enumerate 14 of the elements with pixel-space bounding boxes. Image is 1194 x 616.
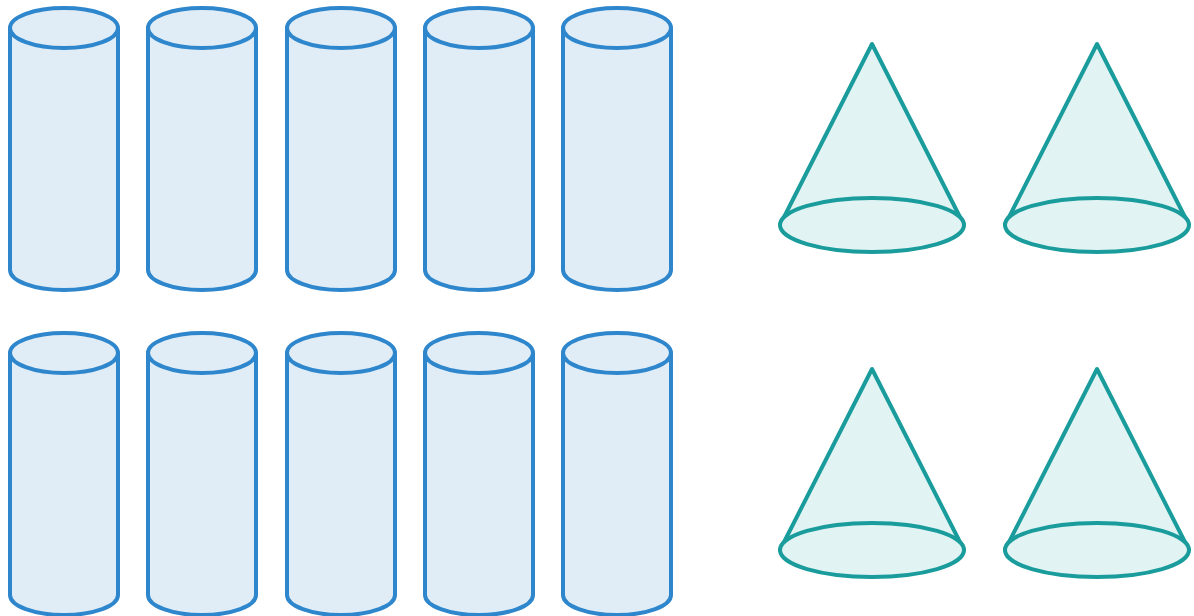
cylinder-shape [146, 331, 258, 616]
cylinder-shape [8, 331, 120, 616]
cylinder-shape [285, 6, 397, 292]
cone-shape [778, 367, 966, 581]
cylinder-shape [561, 331, 673, 616]
cylinder-shape [146, 6, 258, 292]
cone-shape [1003, 42, 1191, 256]
cone-shape [778, 42, 966, 256]
cylinder-shape [285, 331, 397, 616]
cylinder-shape [561, 6, 673, 292]
cylinder-shape [8, 6, 120, 292]
cone-shape [1003, 367, 1191, 581]
cylinder-shape [423, 331, 535, 616]
cylinder-shape [423, 6, 535, 292]
